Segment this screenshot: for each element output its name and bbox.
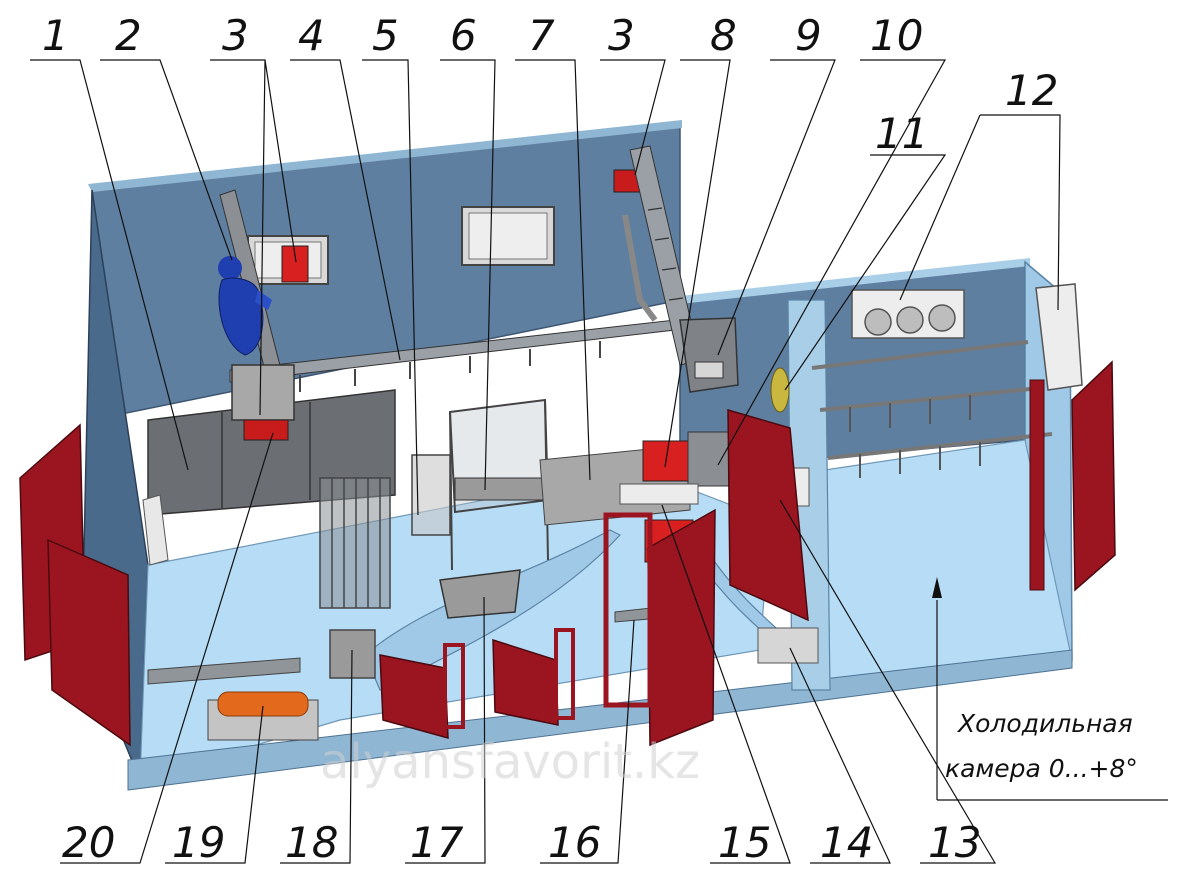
shelf-unit — [411, 454, 451, 536]
callout-leaders-bottom — [60, 432, 1168, 864]
callout-label: 16 — [548, 818, 601, 867]
callout-label: 11 — [875, 109, 928, 158]
watermark: alyansfavorit.kz — [320, 734, 700, 790]
callout-label: 1 — [42, 11, 69, 60]
hoist-frame — [231, 364, 295, 421]
cold-room-hooks — [849, 395, 981, 478]
direction-arrow-icon — [932, 577, 942, 800]
callout-numbers-bottom: 20 19 18 17 16 15 14 13 — [62, 818, 981, 867]
hoist-ladder — [647, 207, 684, 301]
door-front-2 — [492, 638, 559, 726]
evaporator-fan — [928, 304, 956, 332]
tank-apparatus — [679, 317, 739, 393]
grate-tray — [454, 477, 551, 501]
callout-label: 17 — [410, 818, 464, 867]
rail-hooks — [299, 341, 601, 392]
condenser-unit — [1035, 283, 1083, 391]
callout-label: 10 — [870, 11, 923, 60]
callout-label: 12 — [1005, 66, 1058, 115]
callout-label: 14 — [820, 818, 873, 867]
callout-label: 15 — [718, 818, 771, 867]
callout-label: 20 — [62, 818, 115, 867]
door-front-1 — [379, 654, 449, 739]
door-frame-2 — [554, 628, 575, 720]
orange-roller — [217, 691, 309, 717]
hoist-motor-red-top — [281, 245, 309, 283]
callout-label: 4 — [298, 11, 325, 60]
caption-line-2: камера 0...+8° — [945, 754, 1138, 783]
sink-unit — [687, 431, 734, 487]
door-right-frame — [1029, 379, 1045, 591]
cage-cart — [319, 477, 391, 679]
callout-label: 9 — [795, 11, 822, 60]
white-box-15 — [619, 483, 699, 505]
callout-label: 6 — [450, 11, 477, 60]
front-base — [127, 649, 1073, 791]
callout-label: 8 — [710, 11, 737, 60]
callout-leaders-top — [30, 59, 1061, 516]
door-cold-room — [727, 408, 809, 622]
sink-left — [142, 494, 169, 566]
worker — [218, 256, 272, 356]
callout-label: 5 — [372, 11, 399, 60]
callout-numbers-top: 1 2 3 4 5 6 7 3 8 9 10 11 12 — [42, 11, 1058, 158]
annex-top-edge — [680, 258, 1030, 304]
callout-label: 3 — [222, 11, 249, 60]
caption-line-1: Холодильная — [956, 709, 1133, 738]
door-front-3 — [647, 508, 716, 747]
window-right-glass — [468, 212, 548, 260]
door-frame-1 — [443, 643, 465, 729]
door-left-inner — [47, 538, 131, 747]
callout-label: 7 — [528, 11, 555, 60]
hoist-motor-red-bottom — [243, 419, 289, 441]
evaporator-fan — [896, 306, 924, 334]
callout-label: 19 — [172, 818, 225, 867]
scale-14 — [757, 627, 819, 664]
back-wall — [91, 124, 681, 421]
door-right-outer — [1071, 360, 1116, 592]
red-box-8 — [642, 440, 692, 482]
trough — [439, 569, 521, 619]
evaporator-fan — [864, 308, 892, 336]
callout-label: 3 — [608, 11, 635, 60]
callout-label: 13 — [928, 818, 981, 867]
callout-label: 18 — [285, 818, 338, 867]
back-wall-top-edge — [88, 120, 682, 192]
wall-lamp — [770, 367, 790, 413]
floor-drain-left — [147, 657, 301, 685]
hoist-pipe — [622, 214, 658, 322]
callout-label: 2 — [115, 11, 142, 60]
tank-apparatus-panel — [694, 361, 724, 379]
